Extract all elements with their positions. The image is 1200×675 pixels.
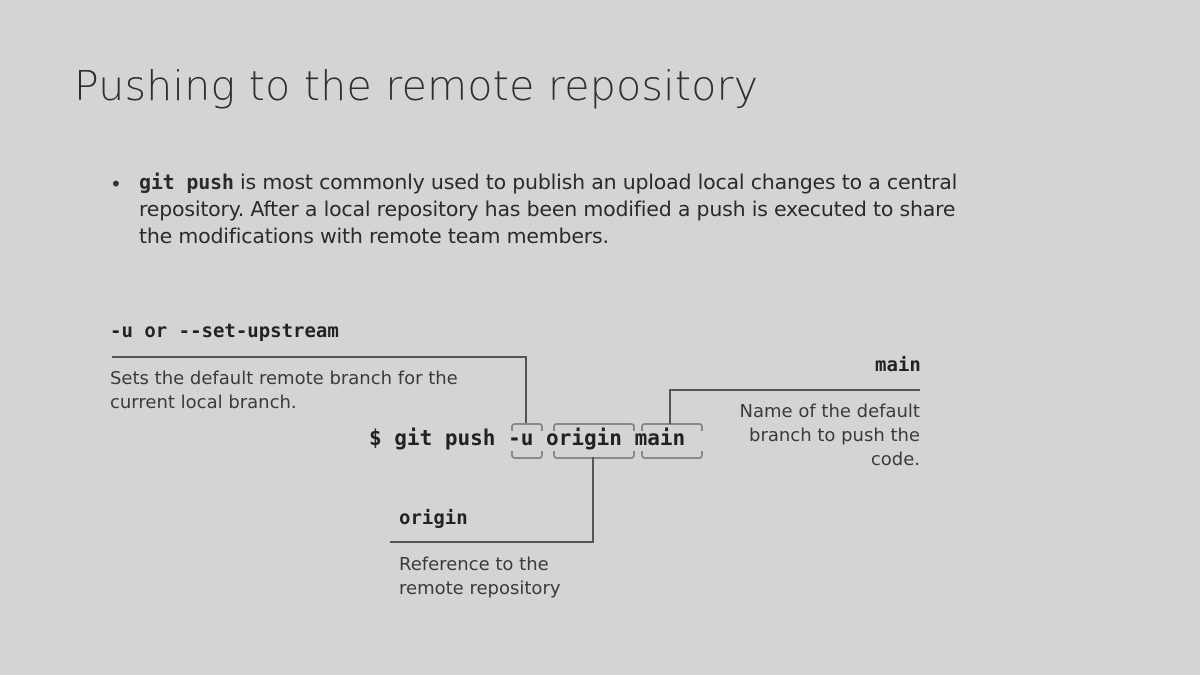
command-line: $ git push -u origin main xyxy=(369,426,685,450)
branch-leader-horizontal xyxy=(670,389,920,391)
bullet-paragraph: git push is most commonly used to publis… xyxy=(139,169,979,250)
branch-bracket-bottom xyxy=(641,451,703,459)
remote-bracket-top xyxy=(553,423,635,431)
remote-bracket-bottom xyxy=(553,451,635,459)
remote-leader-horizontal xyxy=(390,541,594,543)
slide-title: Pushing to the remote repository xyxy=(74,62,759,110)
flag-leader-horizontal xyxy=(112,356,527,358)
command-remote: origin xyxy=(546,426,622,450)
flag-bracket-bottom xyxy=(511,451,543,459)
branch-bracket-top xyxy=(641,423,703,431)
flag-leader-vertical xyxy=(525,356,527,424)
bullet-body: is most commonly used to publish an uplo… xyxy=(139,170,958,248)
branch-label: main xyxy=(875,354,921,376)
remote-description: Reference to the remote repository xyxy=(399,554,561,599)
flag-label: -u or --set-upstream xyxy=(110,320,339,342)
remote-label: origin xyxy=(399,507,468,529)
bullet-point-icon: • xyxy=(110,172,122,196)
branch-description: Name of the default branch to push the c… xyxy=(739,401,921,470)
remote-leader-vertical xyxy=(592,457,594,543)
command-prompt: $ git push xyxy=(369,426,496,450)
branch-leader-vertical xyxy=(669,389,671,424)
flag-bracket-top xyxy=(511,423,543,431)
git-push-code: git push xyxy=(139,170,234,194)
flag-description: Sets the default remote branch for the c… xyxy=(110,368,458,413)
